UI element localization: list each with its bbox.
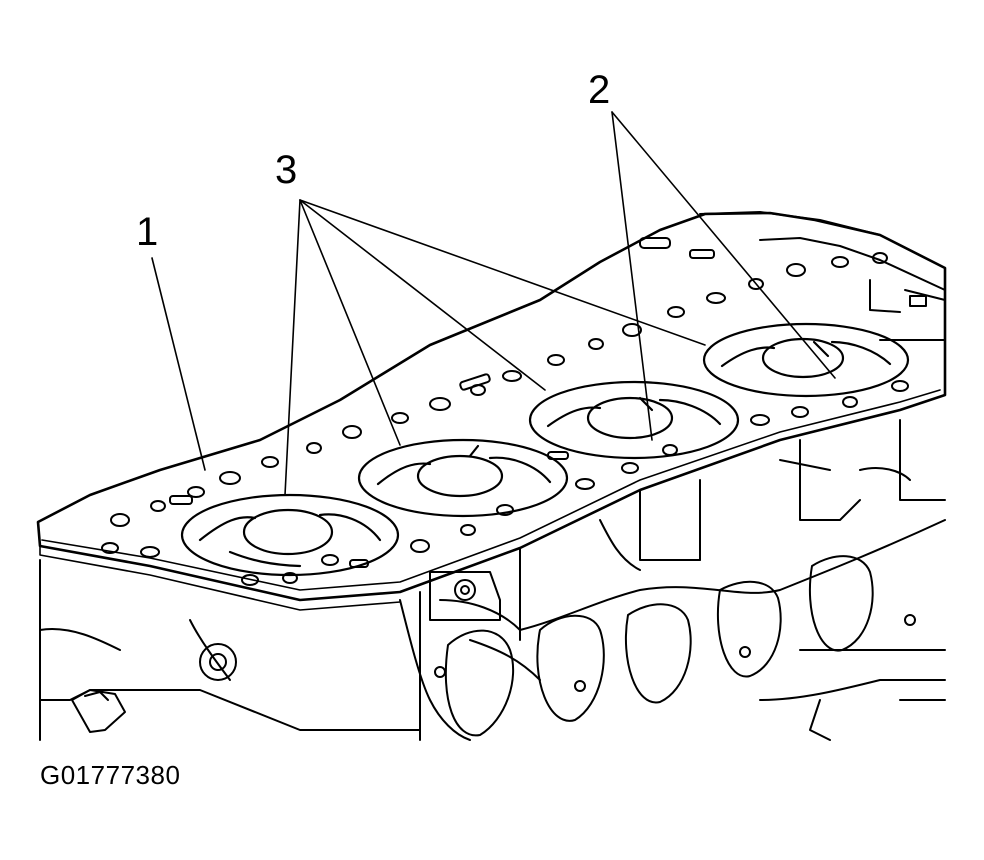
leader-3a	[284, 199, 301, 496]
figure-id: G01777380	[40, 760, 181, 790]
leader-3d	[299, 199, 706, 346]
callout-3: 3	[275, 148, 298, 192]
callout-2: 2	[588, 68, 611, 112]
head-gasket	[36, 211, 947, 611]
callout-1: 1	[136, 210, 159, 254]
engine-block	[39, 419, 946, 741]
leader-1	[151, 257, 206, 471]
leader-2a	[611, 111, 653, 441]
cylinder-head	[699, 211, 946, 341]
combustion-chambers	[180, 322, 910, 577]
leader-3b	[299, 199, 401, 446]
gasket-passages	[101, 237, 909, 586]
leader-2b	[611, 111, 836, 379]
leader-3c	[299, 199, 546, 391]
leader-lines	[151, 111, 836, 496]
